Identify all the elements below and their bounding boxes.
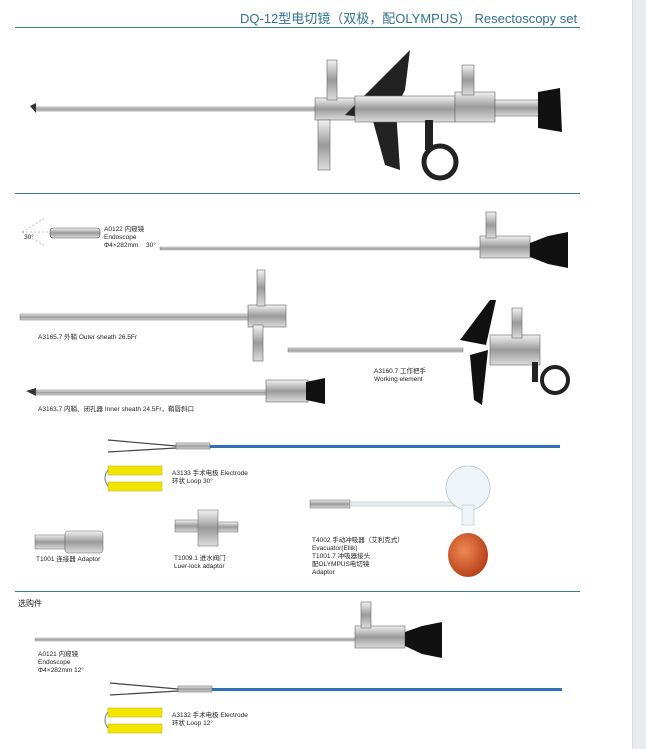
luer-lock-name: Luer-lock adaptor (174, 563, 225, 570)
optional-electrode-code: A3132 手术电极 Electrode (172, 712, 248, 719)
outer-sheath-label: A3165.7 外鞘 Outer sheath 26.5Fr (38, 334, 137, 341)
working-element-label: A3160.7 工作把手 Working element (374, 368, 426, 384)
outer-sheath (19, 269, 287, 362)
endoscope-angle-label: 30° (24, 234, 34, 241)
evacuator-label: T4002 手动冲吸器（艾利克式） Evacuator(Ellik) T1001… (312, 537, 404, 577)
optional-heading: 选购件 (18, 599, 42, 608)
evacuator-line4: 配OLYMPUS电切镜 (312, 561, 370, 568)
endoscope-size: Φ4×282mm (104, 242, 139, 249)
page-scrollbar[interactable] (632, 0, 646, 749)
electrode-name: 环状 Loop 30° (172, 478, 213, 485)
optional-electrode-label: A3132 手术电极 Electrode 环状 Loop 12° (172, 712, 248, 728)
adaptor-t1001 (34, 530, 104, 554)
working-element (287, 300, 570, 405)
electrode-30 (104, 439, 560, 492)
evacuator-line1: T4002 手动冲吸器（艾利克式） (312, 537, 404, 544)
luer-lock-label: T1009.1 进水阀门 Luer-lock adaptor (174, 555, 226, 571)
electrode-label: A3133 手术电极 Electrode 环状 Loop 30° (172, 470, 248, 486)
inner-sheath-label: A3163.7 内鞘、闭孔器 Inner sheath 24.5Fr，鞘唇斜口 (38, 406, 195, 413)
optional-endoscope-size: Φ4×282mm 12° (38, 667, 84, 674)
title-rule (15, 27, 580, 28)
optional-electrode-name: 环状 Loop 12° (172, 720, 213, 727)
endoscope-angle: 30° (146, 242, 156, 249)
luer-lock-code: T1009.1 进水阀门 (174, 555, 226, 562)
inner-sheath (26, 378, 325, 404)
adaptor-label: T1001 连接器 Adaptor (36, 556, 101, 563)
endoscope-30 (21, 211, 568, 268)
optional-endoscope-label: A0121 内窥镜 Endoscope Φ4×282mm 12° (38, 651, 84, 675)
evacuator-line5: Adaptor (312, 569, 335, 576)
optional-endoscope-code: A0121 内窥镜 (38, 651, 79, 658)
working-element-code: A3160.7 工作把手 (374, 368, 427, 375)
electrode-12 (104, 682, 562, 734)
endoscope-name: Endoscope (104, 234, 137, 241)
assembled-resectoscope (30, 50, 562, 181)
optional-endoscope-name: Endoscope (38, 659, 71, 666)
divider-bottom (15, 591, 580, 592)
evacuator (309, 465, 491, 577)
endoscope-label: A0122 内窥镜 Endoscope Φ4×282mm (104, 226, 144, 250)
evacuator-line3: T1001.7 冲吸器接头 (312, 553, 371, 560)
page-title: DQ-12型电切镜（双极，配OLYMPUS） Resectoscopy set (240, 11, 578, 26)
evacuator-line2: Evacuator(Ellik) (312, 545, 358, 552)
luer-lock-adaptor (174, 509, 239, 547)
divider-top (15, 193, 580, 194)
working-element-name: Working element (374, 376, 423, 383)
endoscope-12 (34, 601, 442, 658)
endoscope-code: A0122 内窥镜 (104, 226, 145, 233)
electrode-code: A3133 手术电极 Electrode (172, 470, 248, 477)
